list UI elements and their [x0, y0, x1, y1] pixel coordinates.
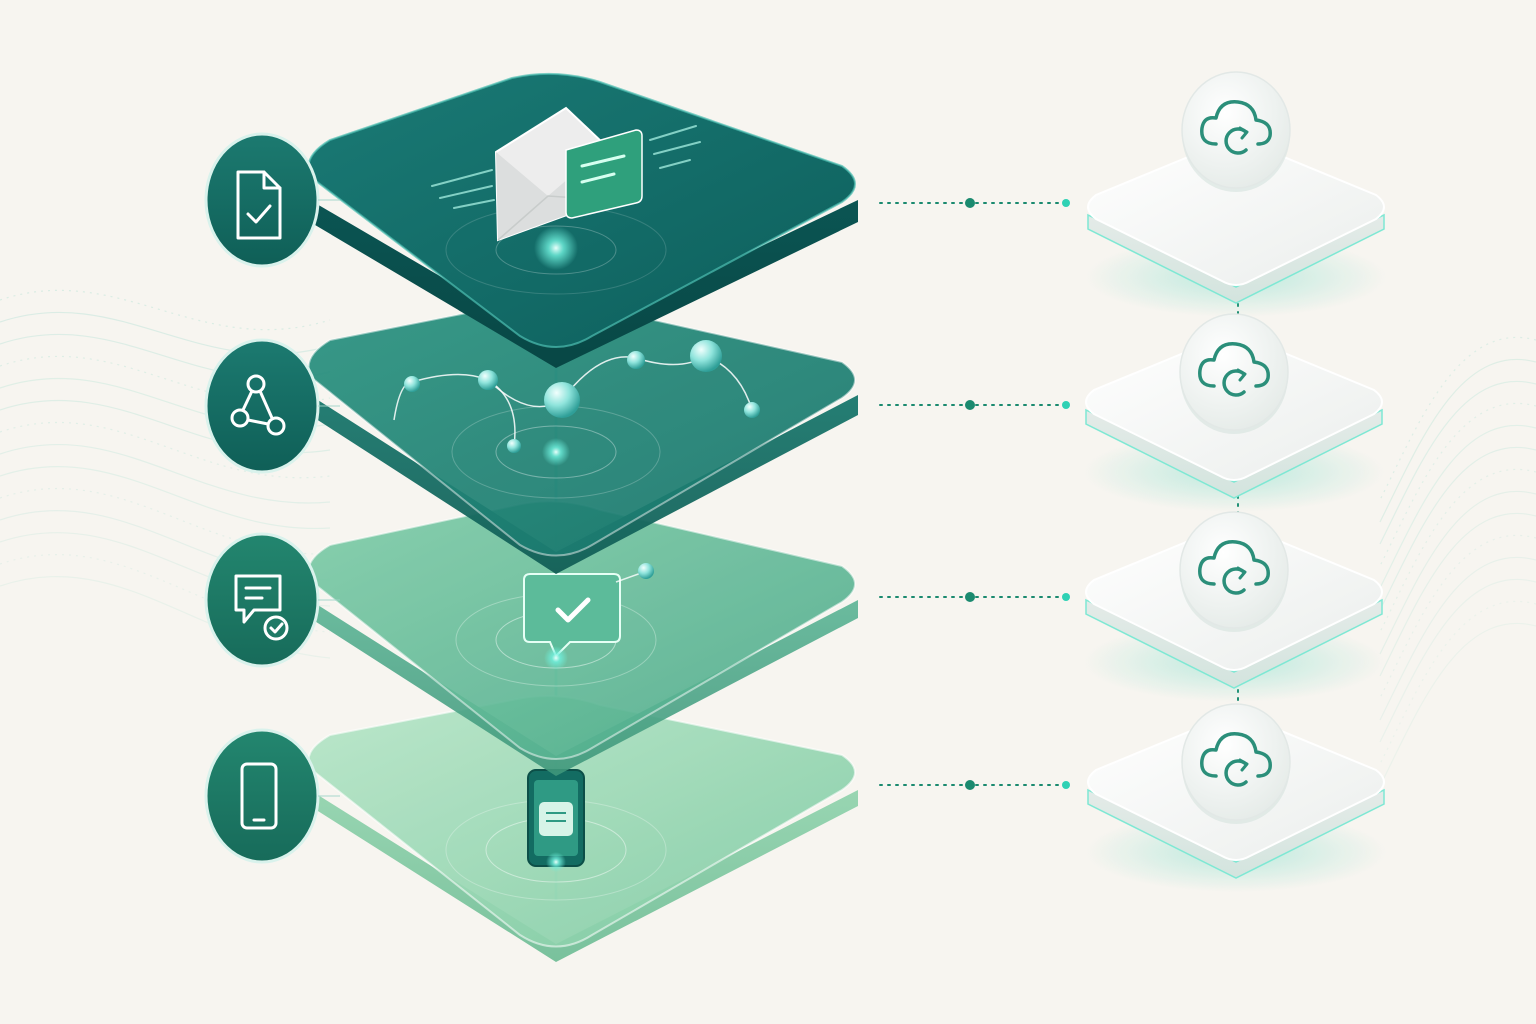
cloud-node	[1084, 313, 1384, 512]
validation-layer	[307, 500, 858, 776]
cloud-sync-icon	[1179, 313, 1289, 434]
layer-to-cloud-connector	[879, 400, 1070, 410]
wave-line-left	[0, 289, 331, 331]
cloud-node	[1084, 511, 1384, 702]
cloud-node	[1086, 703, 1386, 892]
layer-to-cloud-connector	[879, 780, 1070, 790]
phone-message-icon	[527, 769, 585, 872]
wave-line-right	[1379, 381, 1536, 545]
wave-line-right	[1379, 425, 1536, 589]
badge-network-graph	[204, 338, 320, 474]
badge-smartphone	[204, 728, 320, 864]
cloud-sync-icon	[1181, 703, 1291, 824]
wave-line-right	[1379, 513, 1536, 677]
mobile-layer	[307, 695, 858, 962]
wave-line-right	[1379, 359, 1536, 523]
horizontal-connectors	[879, 198, 1070, 790]
cloud-sync-icon	[1179, 511, 1289, 632]
wave-line-right	[1379, 579, 1536, 743]
check-bubble-icon	[523, 573, 621, 670]
chat-check-icon	[234, 574, 289, 641]
badge-to-layer-links	[318, 199, 340, 797]
wave-line-right	[1379, 447, 1536, 611]
document-layer	[307, 72, 858, 368]
message-card-icon	[565, 129, 643, 219]
cloud-sync-icon	[1181, 71, 1291, 192]
wave-line-right	[1379, 557, 1536, 721]
wave-line-left	[0, 443, 331, 504]
layer-to-cloud-connector	[879, 198, 1070, 208]
node-graph	[393, 340, 760, 466]
wave-line-left	[0, 466, 331, 530]
motion-lines	[431, 125, 701, 209]
network-graph-icon	[230, 374, 286, 436]
smartphone-icon	[240, 762, 278, 830]
badge-chat-check	[204, 532, 320, 668]
cloud-node-column	[1084, 71, 1386, 892]
document-check-icon	[236, 170, 282, 240]
cloud-node	[1086, 71, 1386, 317]
layer-to-cloud-connector	[879, 592, 1070, 602]
badge-document-check	[204, 132, 320, 268]
wave-line-right	[1379, 623, 1536, 787]
wave-line-right	[1379, 491, 1536, 655]
